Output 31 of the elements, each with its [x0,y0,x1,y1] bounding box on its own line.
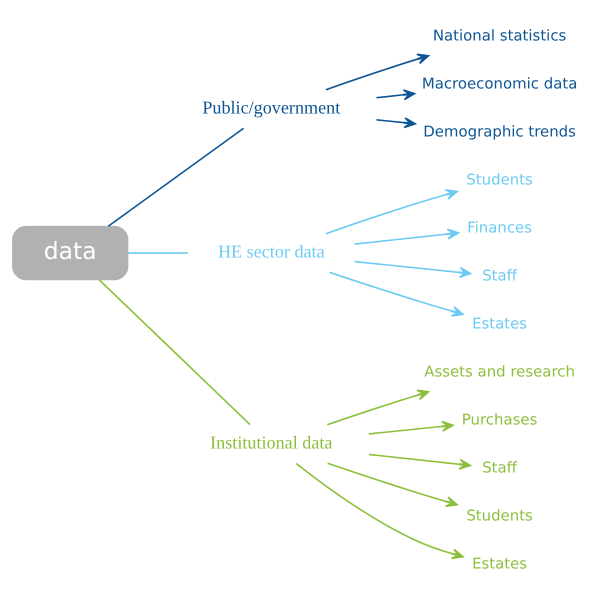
node-text: Demographic trends [423,122,576,140]
arrow [326,188,458,234]
node-box: data [12,225,128,280]
node-text: Staff [482,266,517,284]
node-text: Macroeconomic data [422,74,578,92]
arrow [329,271,464,316]
arrow [354,260,472,278]
node-text: Staff [482,458,517,476]
node-text: Assets and research [424,362,575,380]
node-text: Finances [467,218,532,236]
arrow [376,116,416,128]
node-text: Students [466,506,533,524]
arrow [354,228,460,244]
arrow [368,420,454,434]
connector [98,278,251,425]
connector [128,252,188,254]
node-text: Purchases [462,410,538,428]
node-text: Public/government [202,96,340,117]
arrow [327,462,458,507]
arrow [376,88,416,100]
node-text: National statistics [432,26,566,44]
node-text: Estates [472,554,528,572]
node-text: HE sector data [218,240,325,261]
node-text: Institutional data [210,432,332,452]
arrow [296,462,464,559]
arrow [368,453,472,470]
connector [108,127,244,226]
node-text: Estates [472,314,528,332]
node-text: Students [466,170,533,188]
arrow [327,389,430,425]
arrow [326,52,430,90]
